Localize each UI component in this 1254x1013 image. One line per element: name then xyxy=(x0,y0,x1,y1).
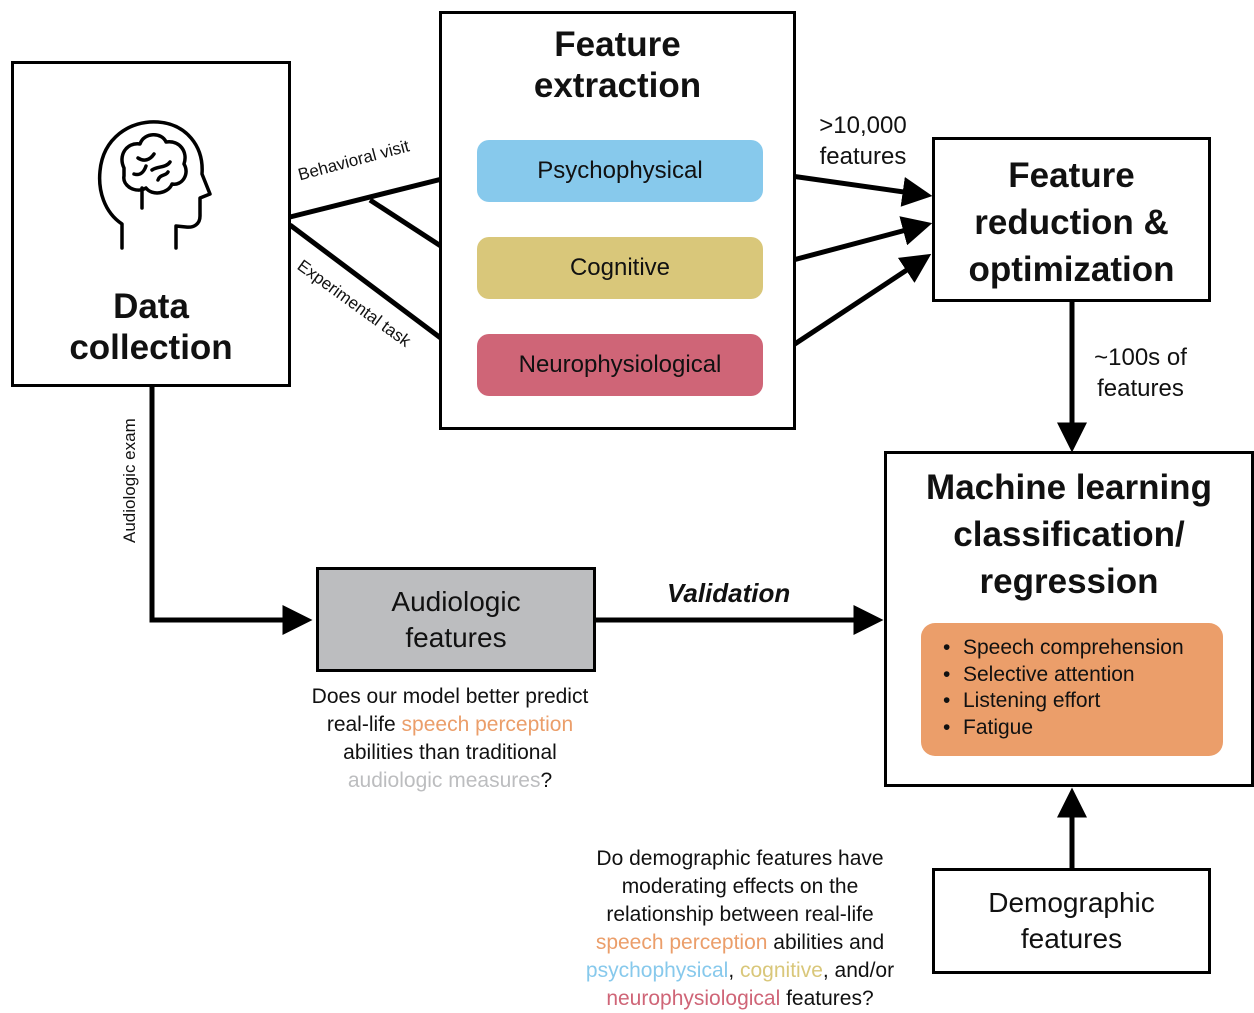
audiologic-exam-label: Audiologic exam xyxy=(120,418,139,543)
outcome-item: Selective attention xyxy=(943,662,1223,689)
dq-part9: , and/or xyxy=(822,959,895,982)
dq-part3: relationship between real-life xyxy=(606,903,874,926)
outcome-item: Fatigue xyxy=(943,715,1223,742)
demographic-question: Do demographic features have moderating … xyxy=(560,845,920,1013)
vq-part2: real-life xyxy=(326,713,402,736)
psychophysical-pill: Psychophysical xyxy=(477,140,763,202)
neurophysiological-pill: Neurophysiological xyxy=(477,334,763,396)
arrow-audiologic-exam xyxy=(149,387,313,635)
feature-count-line1: >10,000 xyxy=(819,112,907,139)
machine-learning-line2: classification/ xyxy=(953,515,1185,554)
cognitive-label: Cognitive xyxy=(569,254,671,281)
audiologic-features-box: Audiologic features xyxy=(316,567,596,672)
dq-part7: , xyxy=(728,959,740,982)
feature-extraction-title-line2: extraction xyxy=(533,66,702,106)
validation-label: Validation xyxy=(667,578,791,608)
reduced-count-label: ~100s of features xyxy=(1078,342,1203,404)
machine-learning-box: Machine learning classification/ regress… xyxy=(884,451,1254,787)
outcomes-list: Speech comprehension Selective attention… xyxy=(921,635,1223,741)
vq-part1: Does our model better predict xyxy=(311,685,589,708)
feature-reduction-box: Feature reduction & optimization xyxy=(932,137,1211,302)
machine-learning-line1: Machine learning xyxy=(926,468,1212,507)
outcome-item: Speech comprehension xyxy=(943,635,1223,662)
dq-part1: Do demographic features have xyxy=(596,847,884,870)
validation-question: Does our model better predict real-life … xyxy=(270,683,630,795)
dq-neurophysiological: neurophysiological xyxy=(606,987,781,1010)
vq-part4: abilities than traditional xyxy=(343,741,557,764)
psychophysical-label: Psychophysical xyxy=(537,157,703,184)
vq-part6: ? xyxy=(540,769,553,792)
data-collection-title-line2: collection xyxy=(69,328,233,368)
head-brain-icon xyxy=(97,120,212,250)
reduced-count-line1: ~100s of xyxy=(1094,344,1187,371)
outcome-item: Listening effort xyxy=(943,688,1223,715)
feature-count-label: >10,000 features xyxy=(798,110,928,172)
data-collection-title-line1: Data xyxy=(113,287,189,326)
demographic-features-line2: features xyxy=(1020,923,1123,954)
audiologic-features-line1: Audiologic xyxy=(391,585,521,617)
demographic-features-line1: Demographic xyxy=(988,887,1155,918)
dq-cognitive: cognitive xyxy=(739,959,823,982)
feature-reduction-line2: reduction & xyxy=(974,203,1169,242)
reduced-count-line2: features xyxy=(1097,375,1184,402)
vq-speech-perception: speech perception xyxy=(401,713,574,736)
neurophysiological-label: Neurophysiological xyxy=(518,351,722,378)
vq-audiologic-measures: audiologic measures xyxy=(347,769,541,792)
cognitive-pill: Cognitive xyxy=(477,237,763,299)
feature-reduction-line1: Feature xyxy=(1008,156,1135,195)
outcomes-panel: Speech comprehension Selective attention… xyxy=(921,623,1223,756)
feature-reduction-line3: optimization xyxy=(968,250,1175,289)
dq-speech-perception: speech perception xyxy=(595,931,768,954)
data-collection-box: Data collection xyxy=(11,61,291,387)
feature-count-line2: features xyxy=(819,143,907,170)
audiologic-features-line2: features xyxy=(405,621,507,653)
feature-extraction-title-line1: Feature xyxy=(554,25,681,64)
dq-part5: abilities and xyxy=(767,931,885,954)
dq-part2: moderating effects on the xyxy=(621,875,859,898)
machine-learning-line3: regression xyxy=(979,562,1159,601)
dq-part11: features? xyxy=(780,987,874,1010)
demographic-features-box: Demographic features xyxy=(932,868,1211,974)
dq-psychophysical: psychophysical xyxy=(585,959,729,982)
